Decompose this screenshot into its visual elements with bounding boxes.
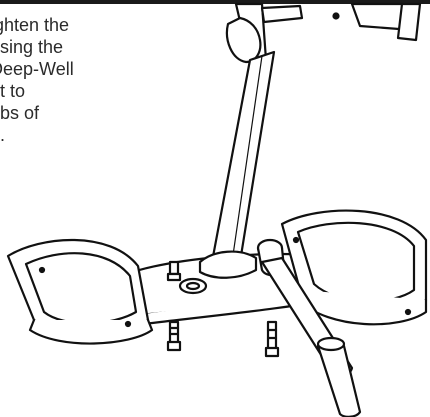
bolts (166, 260, 280, 358)
instruction-line-4: et to (0, 81, 26, 101)
header-rule (0, 0, 430, 4)
instruction-text: ighten the using the Deep-Well et to Lbs… (0, 14, 190, 146)
instruction-line-5: Lbs of (0, 103, 40, 123)
instruction-line-6: e. (0, 125, 6, 145)
deep-well-socket-wrench (256, 238, 362, 417)
upright-post (210, 50, 276, 264)
upper-frame (225, 2, 422, 66)
instruction-line-3: Deep-Well (0, 59, 74, 79)
instruction-line-2: using the (0, 37, 64, 57)
instruction-line-1: ighten the (0, 15, 70, 35)
left-foot-pad (6, 238, 154, 345)
